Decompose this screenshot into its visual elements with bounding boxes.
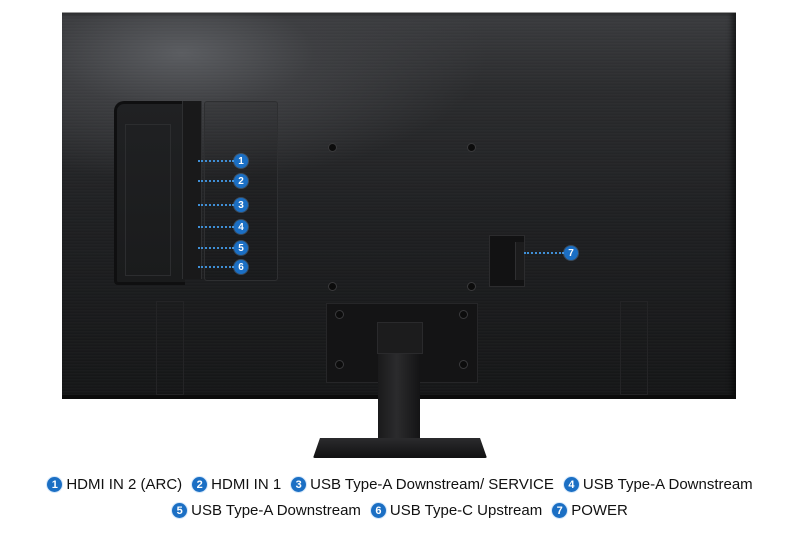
callout-line: [198, 180, 234, 182]
legend-label: USB Type-C Upstream: [389, 502, 543, 519]
vent-panel-left: [156, 301, 184, 395]
badge-5-icon: 5: [172, 503, 188, 518]
port-strip: [182, 101, 202, 279]
monitor-back-panel: 1 2 3 4 5 6 7: [62, 12, 736, 399]
stand-collar: [377, 322, 423, 354]
mount-screw: [328, 143, 337, 152]
mount-screw: [467, 282, 476, 291]
legend-item-1: 1 HDMI IN 2 (ARC): [47, 476, 182, 493]
callout-2: 2: [198, 174, 248, 188]
badge-2-icon: 2: [234, 174, 248, 188]
legend-row-2: 5 USB Type-A Downstream 6 USB Type-C Ups…: [0, 502, 800, 519]
io-cover-door: [114, 101, 185, 285]
legend-label: USB Type-A Downstream: [191, 502, 361, 519]
callout-4: 4: [198, 220, 248, 234]
vent-panel-right: [620, 301, 648, 395]
stand-base: [313, 438, 487, 458]
badge-4-icon: 4: [234, 220, 248, 234]
callout-line: [198, 247, 234, 249]
badge-1-icon: 1: [234, 154, 248, 168]
legend-label: HDMI IN 2 (ARC): [66, 476, 183, 493]
callout-7: 7: [524, 246, 578, 260]
callout-line: [198, 226, 234, 228]
legend-label: USB Type-A Downstream/ SERVICE: [310, 476, 554, 493]
badge-3-icon: 3: [234, 198, 248, 212]
legend-item-2: 2 HDMI IN 1: [192, 476, 281, 493]
badge-2-icon: 2: [192, 477, 208, 492]
callout-line: [198, 204, 234, 206]
legend-label: HDMI IN 1: [211, 476, 282, 493]
legend-item-7: 7 POWER: [552, 502, 628, 519]
badge-1-icon: 1: [47, 477, 63, 492]
io-door-inset: [125, 124, 171, 276]
badge-4-icon: 4: [563, 477, 579, 492]
badge-7-icon: 7: [552, 503, 568, 518]
legend-second-line: 5 USB Type-A Downstream 6 USB Type-C Ups…: [0, 502, 800, 519]
callout-3: 3: [198, 198, 248, 212]
mount-screw: [467, 143, 476, 152]
mount-screw: [459, 360, 468, 369]
legend-item-3: 3 USB Type-A Downstream/ SERVICE: [291, 476, 554, 493]
callout-6: 6: [198, 260, 248, 274]
mount-screw: [335, 360, 344, 369]
callout-1: 1: [198, 154, 248, 168]
legend-item-4: 4 USB Type-A Downstream: [563, 476, 753, 493]
badge-5-icon: 5: [234, 241, 248, 255]
legend-label: USB Type-A Downstream: [582, 476, 753, 493]
legend-item-5: 5 USB Type-A Downstream: [172, 502, 361, 519]
badge-7-icon: 7: [564, 246, 578, 260]
legend-row-1: 1 HDMI IN 2 (ARC) 2 HDMI IN 1 3 USB Type…: [0, 476, 800, 493]
callout-5: 5: [198, 241, 248, 255]
mount-screw: [335, 310, 344, 319]
legend-item-6: 6 USB Type-C Upstream: [370, 502, 543, 519]
legend: 1 HDMI IN 2 (ARC) 2 HDMI IN 1 3 USB Type…: [0, 476, 800, 493]
callout-line: [198, 160, 234, 162]
badge-3-icon: 3: [291, 477, 307, 492]
legend-label: POWER: [571, 502, 628, 519]
badge-6-icon: 6: [370, 503, 386, 518]
power-port-housing: [489, 235, 525, 287]
callout-line: [524, 252, 564, 254]
mount-screw: [328, 282, 337, 291]
mount-screw: [459, 310, 468, 319]
badge-6-icon: 6: [234, 260, 248, 274]
callout-line: [198, 266, 234, 268]
power-port: [515, 242, 524, 280]
